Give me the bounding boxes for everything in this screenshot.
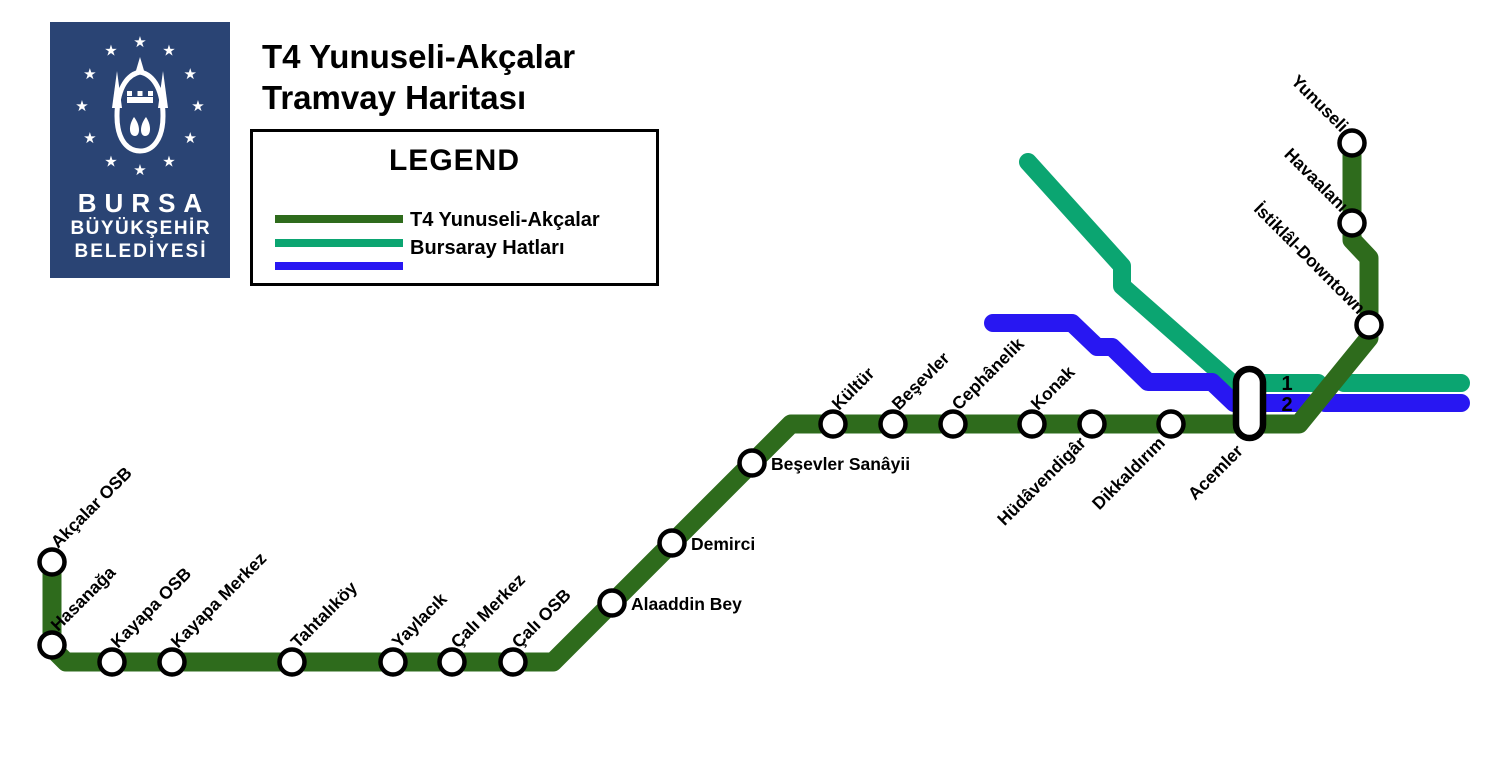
star-icon: ★	[104, 153, 117, 170]
station-circle	[498, 647, 528, 677]
station-circle	[37, 630, 67, 660]
station-circle	[1354, 310, 1384, 340]
legend-swatch-bursaray-green	[275, 239, 403, 247]
star-icon: ★	[183, 66, 196, 83]
mosque-icon	[112, 57, 168, 154]
star-icon: ★	[162, 43, 175, 60]
station-circle	[1017, 409, 1047, 439]
station-label: Demirci	[691, 534, 755, 554]
station-circle	[157, 647, 187, 677]
station-circle	[97, 647, 127, 677]
station-label: Beşevler	[888, 348, 954, 414]
star-icon: ★	[183, 130, 196, 147]
station-label: Hüdâvendigâr	[993, 433, 1090, 530]
station-circle	[378, 647, 408, 677]
star-icon: ★	[104, 43, 117, 60]
star-icon: ★	[83, 130, 96, 147]
station-circle	[938, 409, 968, 439]
station-circle	[277, 647, 307, 677]
legend-swatch-t4	[275, 215, 403, 223]
legend-label-t4: T4 Yunuseli-Akçalar	[410, 209, 600, 231]
logo-text-buyuksehir: BÜYÜKŞEHİR	[70, 218, 212, 239]
station-circle	[437, 647, 467, 677]
station-label: Acemler	[1184, 441, 1247, 504]
station-circle	[878, 409, 908, 439]
page-title: T4 Yunuseli-Akçalar Tramvay Haritası	[262, 36, 575, 118]
station-label: Yaylacık	[388, 589, 451, 652]
logo-text-bursa: BURSA	[77, 188, 211, 218]
page-title-line2: Tramvay Haritası	[262, 79, 527, 116]
interchange-capsule-acemler	[1232, 365, 1267, 442]
station-label: Akçalar OSB	[47, 463, 136, 552]
station-label: Tahtalıköy	[287, 577, 362, 652]
platform-number: 1	[1281, 373, 1292, 395]
station-label: Kayapa Merkez	[167, 548, 271, 652]
star-icon: ★	[162, 153, 175, 170]
station-circle	[37, 547, 67, 577]
station-label: Kültür	[828, 363, 879, 414]
station-circle	[737, 448, 767, 478]
legend-label-bursaray: Bursaray Hatları	[410, 237, 565, 259]
platform-number: 2	[1281, 394, 1292, 416]
page-title-line1: T4 Yunuseli-Akçalar	[262, 38, 576, 75]
logo-text-belediyesi: BELEDİYESİ	[74, 241, 208, 262]
legend-title: LEGEND	[388, 144, 520, 177]
star-icon: ★	[75, 98, 88, 115]
station-label: Havaalanı	[1280, 144, 1352, 216]
station-circle	[1077, 409, 1107, 439]
station-label: Alaaddin Bey	[631, 594, 742, 614]
municipality-logo: ★ ★ ★ ★ ★ ★ ★ ★ ★ ★ ★ ★ BURSA BÜYÜKŞEHİR BELEDİYESİ	[50, 22, 230, 278]
station-circle	[818, 409, 848, 439]
bursa-emblem: ★ ★ ★ ★ ★ ★ ★ ★ ★ ★ ★ ★	[75, 34, 204, 179]
station-label: Dikkaldırım	[1088, 433, 1169, 514]
bursaray-green-line	[1019, 153, 1327, 392]
station-circle	[657, 528, 687, 558]
star-icon: ★	[83, 66, 96, 83]
station-circle	[1337, 208, 1367, 238]
legend-box: LEGEND T4 Yunuseli-Akçalar Bursaray Hatl…	[250, 129, 659, 286]
star-icon: ★	[133, 162, 146, 179]
legend-swatch-bursaray-blue	[275, 262, 403, 270]
station-label: Yunuseli	[1287, 71, 1352, 136]
logo-star-ring: ★ ★ ★ ★ ★ ★ ★ ★ ★ ★ ★ ★	[75, 34, 204, 179]
station-circle	[1156, 409, 1186, 439]
station-circle	[1337, 128, 1367, 158]
bursaray-blue-line	[984, 314, 1317, 412]
station-label: Beşevler Sanâyii	[771, 454, 910, 474]
station-label: Konak	[1027, 362, 1079, 414]
star-icon: ★	[133, 34, 146, 51]
station-label: Cephânelik	[948, 333, 1028, 413]
star-icon: ★	[191, 98, 204, 115]
station-circle	[597, 588, 627, 618]
